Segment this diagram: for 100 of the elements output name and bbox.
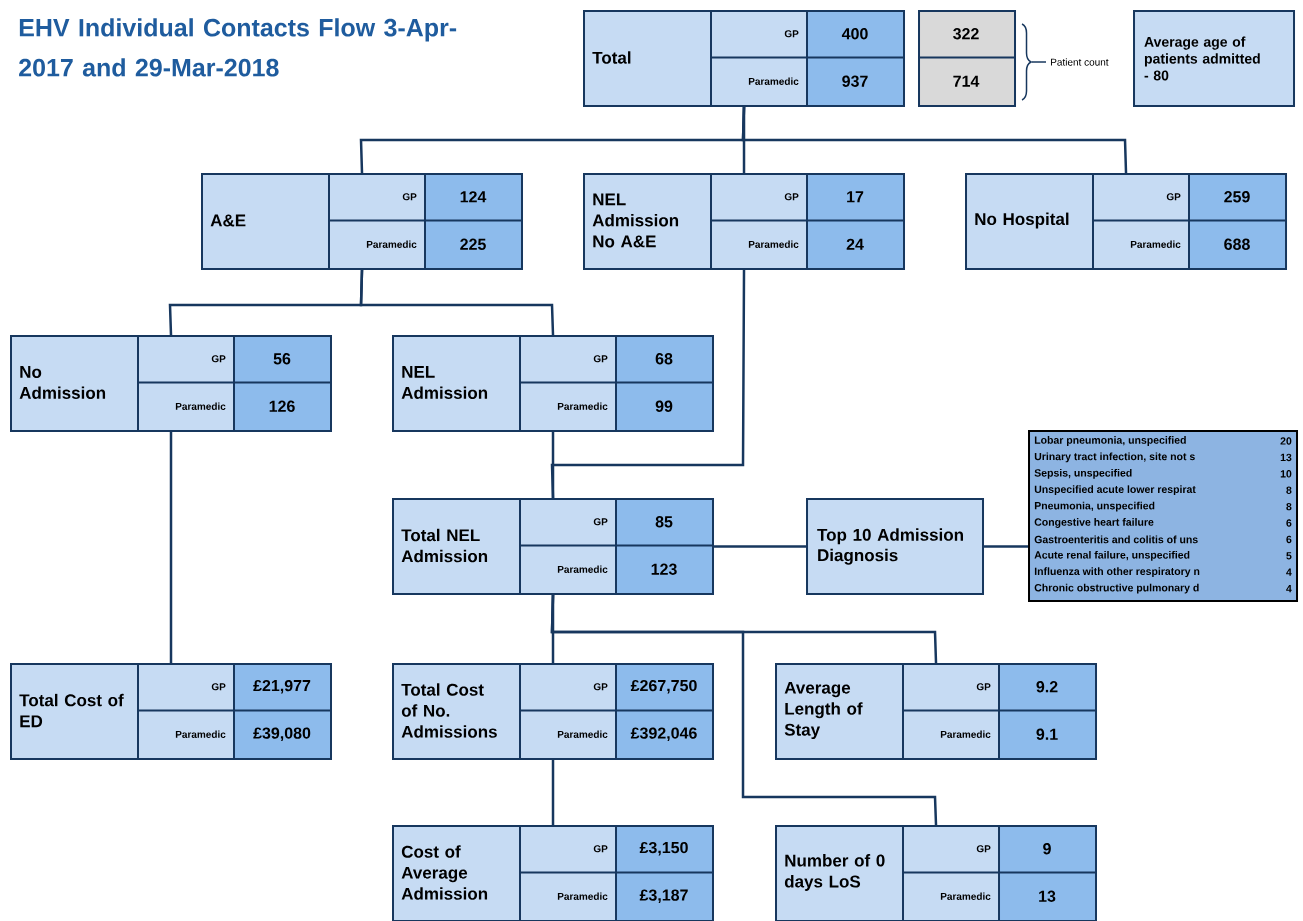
connector bbox=[550, 270, 746, 499]
count-value: 937 bbox=[842, 75, 868, 87]
metric-table bbox=[392, 334, 714, 432]
count-value: 17 bbox=[847, 191, 864, 203]
block-title: Average Length of Stay bbox=[784, 681, 863, 740]
row-label: GP bbox=[976, 845, 991, 853]
count-value: 68 bbox=[655, 353, 673, 365]
connector bbox=[359, 269, 555, 336]
count-value: 124 bbox=[460, 191, 487, 203]
row-label: GP bbox=[593, 845, 608, 853]
metric-table bbox=[583, 172, 905, 270]
connector bbox=[741, 106, 1128, 174]
row-label: Paramedic bbox=[748, 240, 799, 248]
count-value: 225 bbox=[460, 238, 486, 250]
note-box: Average age of patients admitted - 80 bbox=[1133, 10, 1295, 107]
count-value: 322 bbox=[953, 28, 979, 40]
diagnosis-count: 13 bbox=[1280, 453, 1292, 462]
diagnosis-name: Acute renal failure, unspecified bbox=[1034, 550, 1190, 561]
row-label: GP bbox=[211, 683, 226, 691]
block-title: A&E bbox=[210, 214, 246, 227]
block-title: Cost of Average Admission bbox=[401, 845, 488, 900]
count-value: £3,150 bbox=[639, 841, 688, 856]
row-label: GP bbox=[402, 193, 417, 201]
count-value: £392,046 bbox=[630, 727, 697, 742]
connector bbox=[550, 594, 938, 826]
row-label: Paramedic bbox=[557, 565, 608, 573]
block-title: No Hospital bbox=[975, 212, 1069, 229]
count-value: 123 bbox=[651, 563, 677, 575]
count-value: 24 bbox=[846, 238, 864, 250]
count-value: 126 bbox=[269, 400, 295, 412]
diagnosis-count: 6 bbox=[1286, 535, 1292, 544]
row-label: GP bbox=[593, 683, 608, 691]
diagnosis-count: 5 bbox=[1286, 552, 1292, 560]
heading-box: Top 10 Admission Diagnosis bbox=[806, 498, 984, 595]
row-label: Paramedic bbox=[1130, 240, 1181, 248]
row-label: Paramedic bbox=[748, 77, 799, 85]
diagnosis-name: Sepsis, unspecified bbox=[1034, 468, 1132, 479]
connector bbox=[169, 432, 173, 663]
diagnosis-count: 10 bbox=[1280, 470, 1292, 478]
diagnosis-name: Unspecified acute lower respirat bbox=[1034, 485, 1196, 496]
row-label: GP bbox=[784, 30, 799, 38]
block-title: Number of 0 days LoS bbox=[784, 854, 885, 891]
block-title: Total Cost of ED bbox=[19, 693, 124, 728]
metric-table bbox=[965, 172, 1287, 270]
metric-table bbox=[392, 497, 714, 595]
diagnosis-count: 6 bbox=[1286, 519, 1292, 527]
row-label: GP bbox=[593, 518, 608, 526]
row-label: GP bbox=[976, 683, 991, 691]
title: EHV Individual Contacts Flow 3-Apr-2017 and 29-Mar-2018 bbox=[19, 18, 457, 77]
count-value: £3,187 bbox=[639, 889, 688, 904]
connector bbox=[714, 545, 806, 548]
row-label: GP bbox=[593, 355, 608, 363]
count-value: 400 bbox=[841, 28, 868, 40]
bracket-label: Patient count bbox=[1051, 58, 1109, 66]
diagnosis-name: Influenza with other respiratory n bbox=[1034, 567, 1200, 578]
count-value: 714 bbox=[953, 75, 980, 87]
count-value: 99 bbox=[655, 400, 673, 412]
count-value: 9.1 bbox=[1036, 728, 1058, 740]
block-title: No Admission bbox=[19, 366, 106, 399]
count-value: 688 bbox=[1224, 238, 1250, 250]
metric-table bbox=[392, 824, 714, 921]
count-value: 85 bbox=[655, 516, 673, 528]
row-label: GP bbox=[211, 355, 226, 363]
count-value: 13 bbox=[1039, 890, 1056, 902]
diagnosis-list bbox=[1028, 430, 1298, 602]
diagnosis-name: Gastroenteritis and colitis of uns bbox=[1034, 535, 1198, 544]
count-value: 259 bbox=[1224, 191, 1250, 203]
diagnosis-count: 8 bbox=[1286, 502, 1292, 511]
diagnosis-name: Chronic obstructive pulmonary d bbox=[1034, 583, 1199, 594]
diagnosis-name: Congestive heart failure bbox=[1034, 518, 1154, 528]
metric-table bbox=[775, 662, 1097, 760]
count-value: £21,977 bbox=[253, 679, 311, 694]
connector bbox=[984, 545, 1028, 548]
diagnosis-name: Lobar pneumonia, unspecified bbox=[1034, 436, 1186, 446]
metric-table bbox=[775, 824, 1097, 921]
block-title: Total bbox=[592, 51, 631, 64]
diagnosis-count: 20 bbox=[1280, 437, 1292, 445]
row-label: Paramedic bbox=[940, 892, 991, 900]
connector bbox=[551, 760, 555, 825]
count-table bbox=[917, 10, 1016, 107]
row-label: Paramedic bbox=[366, 240, 417, 248]
row-label: GP bbox=[784, 193, 799, 201]
block-title: Total NEL Admission bbox=[401, 528, 488, 563]
row-label: Paramedic bbox=[175, 730, 226, 738]
row-label: GP bbox=[1166, 193, 1181, 201]
count-value: 56 bbox=[273, 353, 291, 365]
count-value: £267,750 bbox=[630, 679, 697, 694]
metric-table bbox=[10, 334, 332, 432]
block-title: NEL Admission bbox=[401, 366, 488, 399]
count-value: 9.2 bbox=[1036, 681, 1058, 693]
row-label: Paramedic bbox=[940, 730, 991, 738]
row-label: Paramedic bbox=[557, 730, 608, 738]
count-value: 9 bbox=[1043, 843, 1051, 855]
metric-table bbox=[583, 9, 905, 107]
block-title: Total Cost of No. Admissions bbox=[401, 683, 497, 738]
metric-table bbox=[10, 662, 332, 760]
diagnosis-count: 4 bbox=[1286, 585, 1292, 593]
block-title: NEL Admission No A&E bbox=[592, 193, 679, 248]
count-value: £39,080 bbox=[253, 727, 311, 742]
diagnosis-count: 8 bbox=[1286, 486, 1292, 494]
